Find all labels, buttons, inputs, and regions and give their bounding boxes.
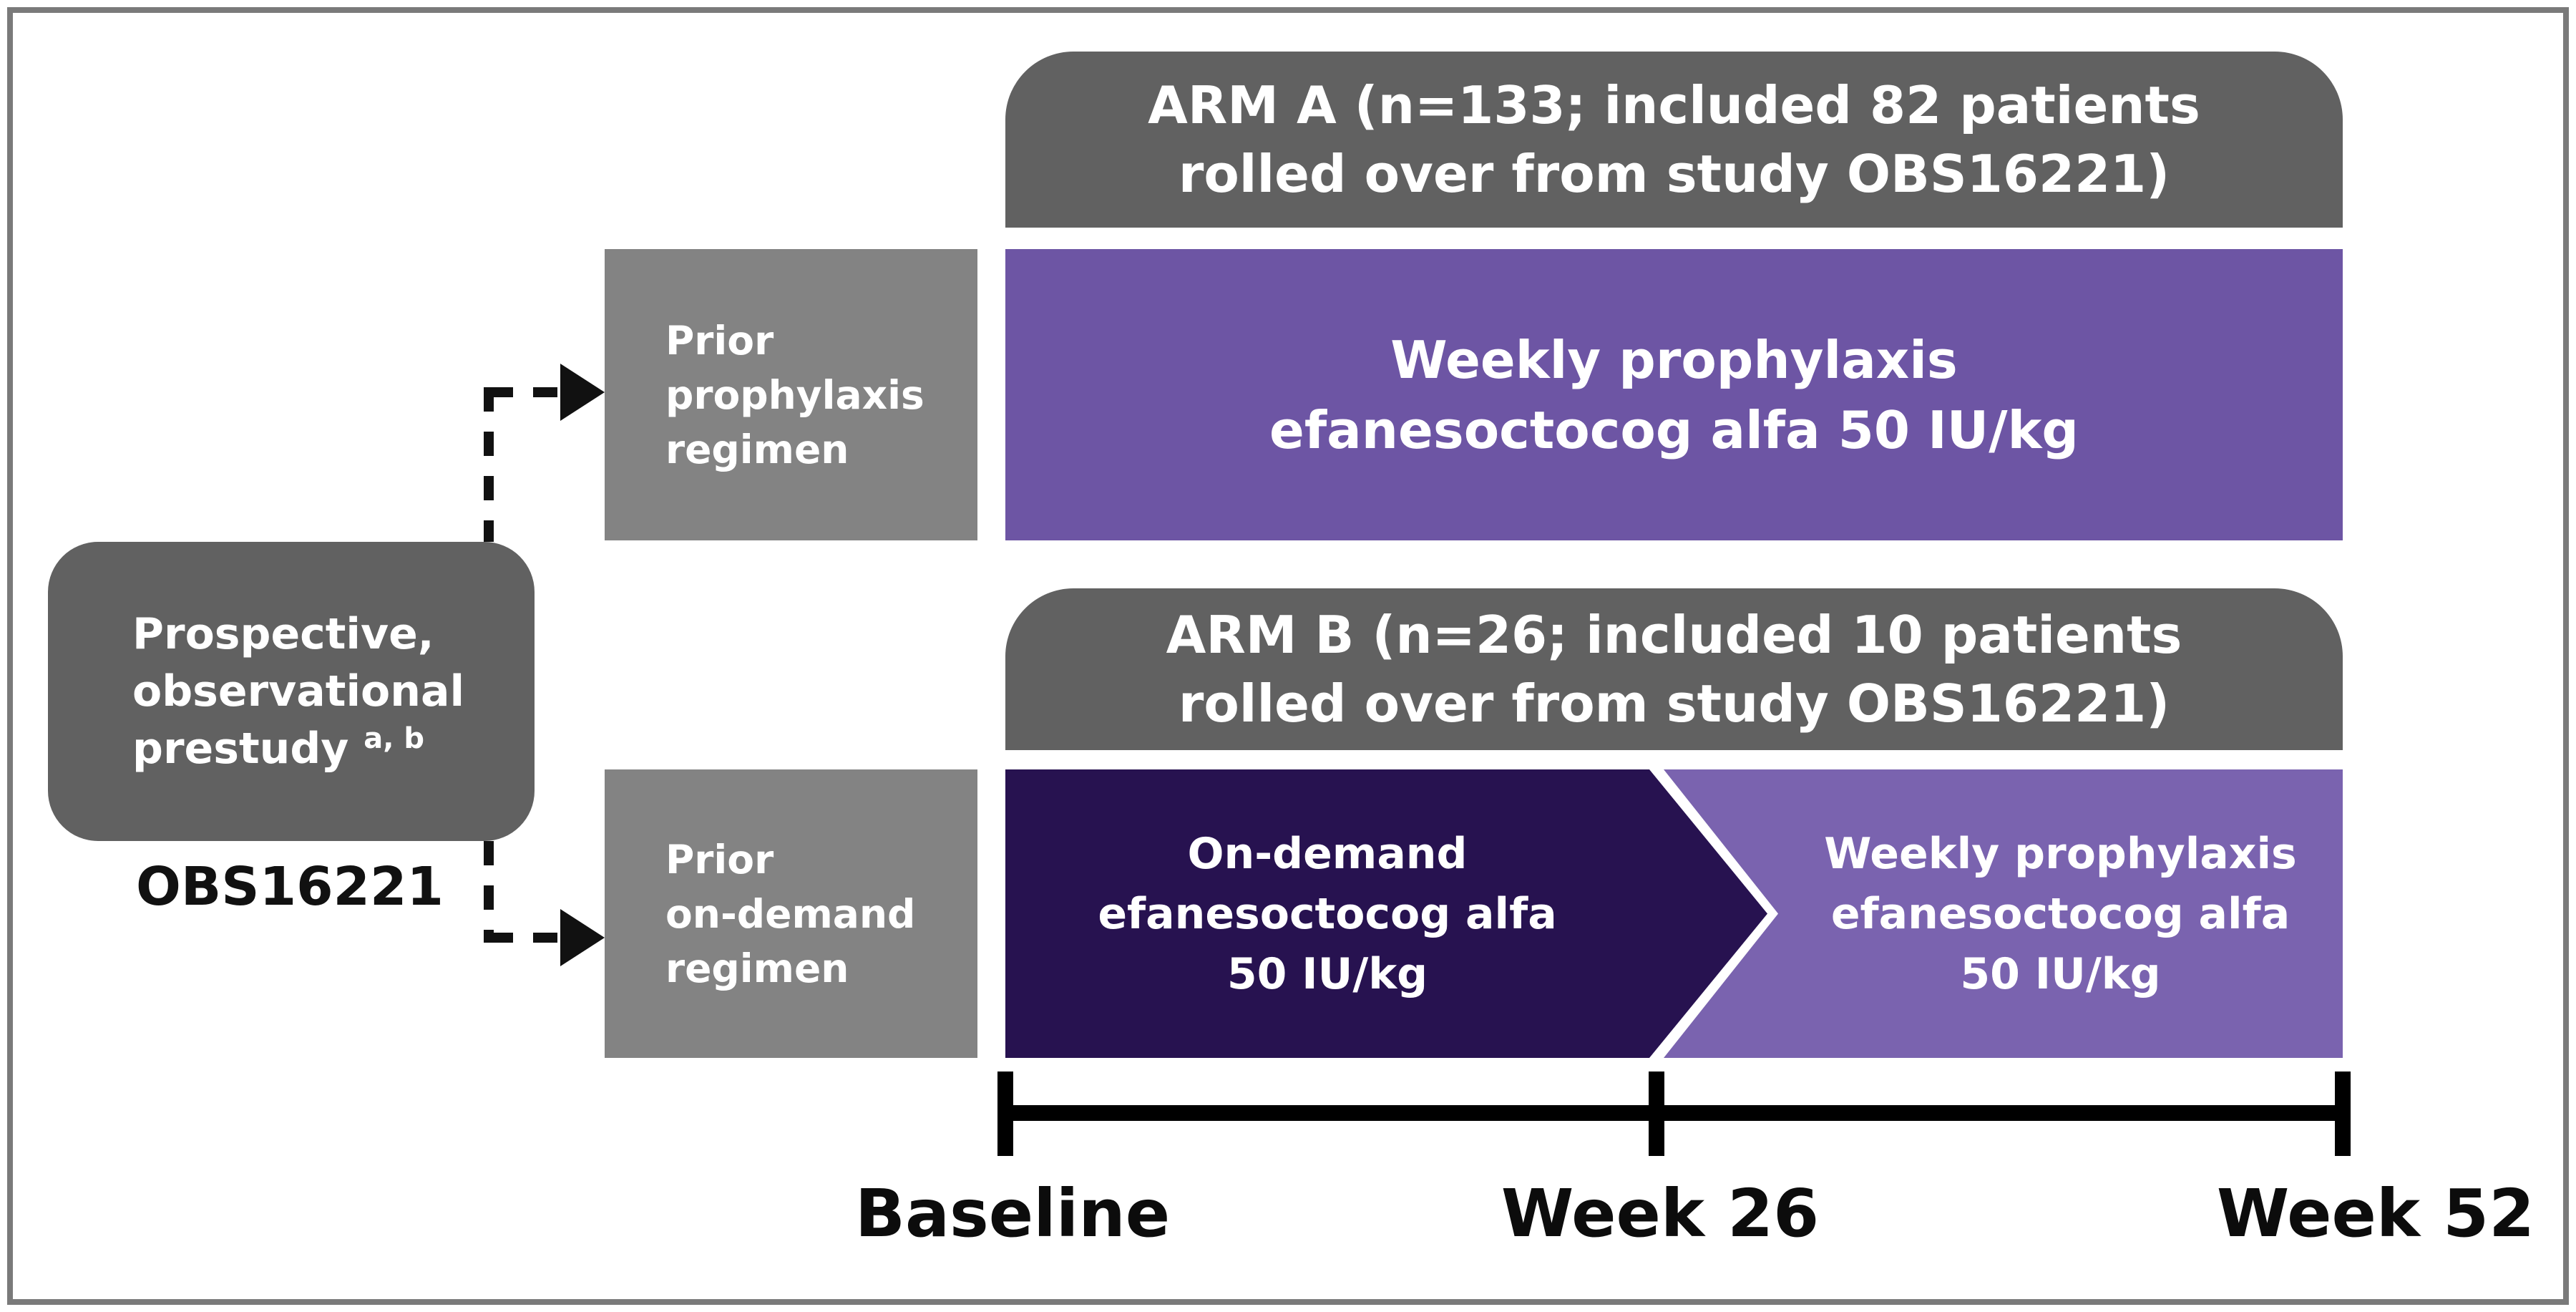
arm-a-bar-line: Weekly prophylaxis <box>1390 329 1958 390</box>
prestudy-box: Prospective, observational prestudy a, b <box>48 542 535 841</box>
arm-b-header-line: ARM B (n=26; included 10 patients <box>1166 605 2182 665</box>
arm-b-header-line: rolled over from study OBS16221) <box>1178 674 2170 734</box>
timeline-label-week52: Week 52 <box>2216 1175 2535 1252</box>
segment-line: efanesoctocog alfa <box>1098 888 1557 939</box>
timeline-tick-baseline <box>997 1072 1013 1156</box>
arm-a-header-line: ARM A (n=133; included 82 patients <box>1148 75 2200 135</box>
arm-b-segment-on-demand: On-demand efanesoctocog alfa 50 IU/kg <box>1005 769 1767 1058</box>
arrow-right-icon <box>560 364 605 421</box>
arrow-right-icon <box>560 909 605 966</box>
connector-top-vertical <box>484 387 494 542</box>
timeline-label-baseline: Baseline <box>854 1175 1171 1252</box>
segment-line: On-demand <box>1187 828 1468 879</box>
regimen-line: Prior <box>665 317 774 364</box>
regimen-line: regimen <box>665 426 849 472</box>
timeline-label-week26: Week 26 <box>1501 1175 1820 1252</box>
connector-bottom-horizontal <box>489 933 563 943</box>
regimen-line: Prior <box>665 836 774 883</box>
segment-line: Weekly prophylaxis <box>1824 828 2297 879</box>
prestudy-line: observational <box>132 666 465 716</box>
arm-a-bar-line: efanesoctocog alfa 50 IU/kg <box>1269 399 2079 460</box>
regimen-box-on-demand: Prior on-demand regimen <box>605 769 977 1058</box>
timeline-tick-week52 <box>2335 1072 2351 1156</box>
segment-line: efanesoctocog alfa <box>1830 888 2290 939</box>
prestudy-id-label: OBS16221 <box>135 856 444 918</box>
prestudy-line: Prospective, <box>132 609 434 659</box>
prestudy-line: prestudy a, b <box>132 722 425 774</box>
arm-a-header-line: rolled over from study OBS16221) <box>1178 144 2170 204</box>
arm-a-treatment-bar: Weekly prophylaxis efanesoctocog alfa 50… <box>1005 249 2343 540</box>
arm-a-header: ARM A (n=133; included 82 patients rolle… <box>1005 52 2343 228</box>
regimen-line: prophylaxis <box>665 371 924 418</box>
timeline-axis <box>1005 1105 2343 1121</box>
regimen-line: regimen <box>665 945 849 991</box>
regimen-line: on-demand <box>665 890 916 937</box>
segment-line: 50 IU/kg <box>1226 948 1428 999</box>
connector-top-horizontal <box>489 387 563 397</box>
arm-b-treatment-bar: On-demand efanesoctocog alfa 50 IU/kg We… <box>1005 769 2343 1058</box>
connector-bottom-vertical <box>484 841 494 943</box>
segment-line: 50 IU/kg <box>1960 948 2161 999</box>
regimen-box-prophylaxis: Prior prophylaxis regimen <box>605 249 977 540</box>
timeline-tick-week26 <box>1649 1072 1664 1156</box>
prestudy-footnote-marker: a, b <box>364 722 425 755</box>
arm-b-header: ARM B (n=26; included 10 patients rolled… <box>1005 588 2343 750</box>
arm-b-segment-prophylaxis: Weekly prophylaxis efanesoctocog alfa 50… <box>1664 769 2343 1058</box>
